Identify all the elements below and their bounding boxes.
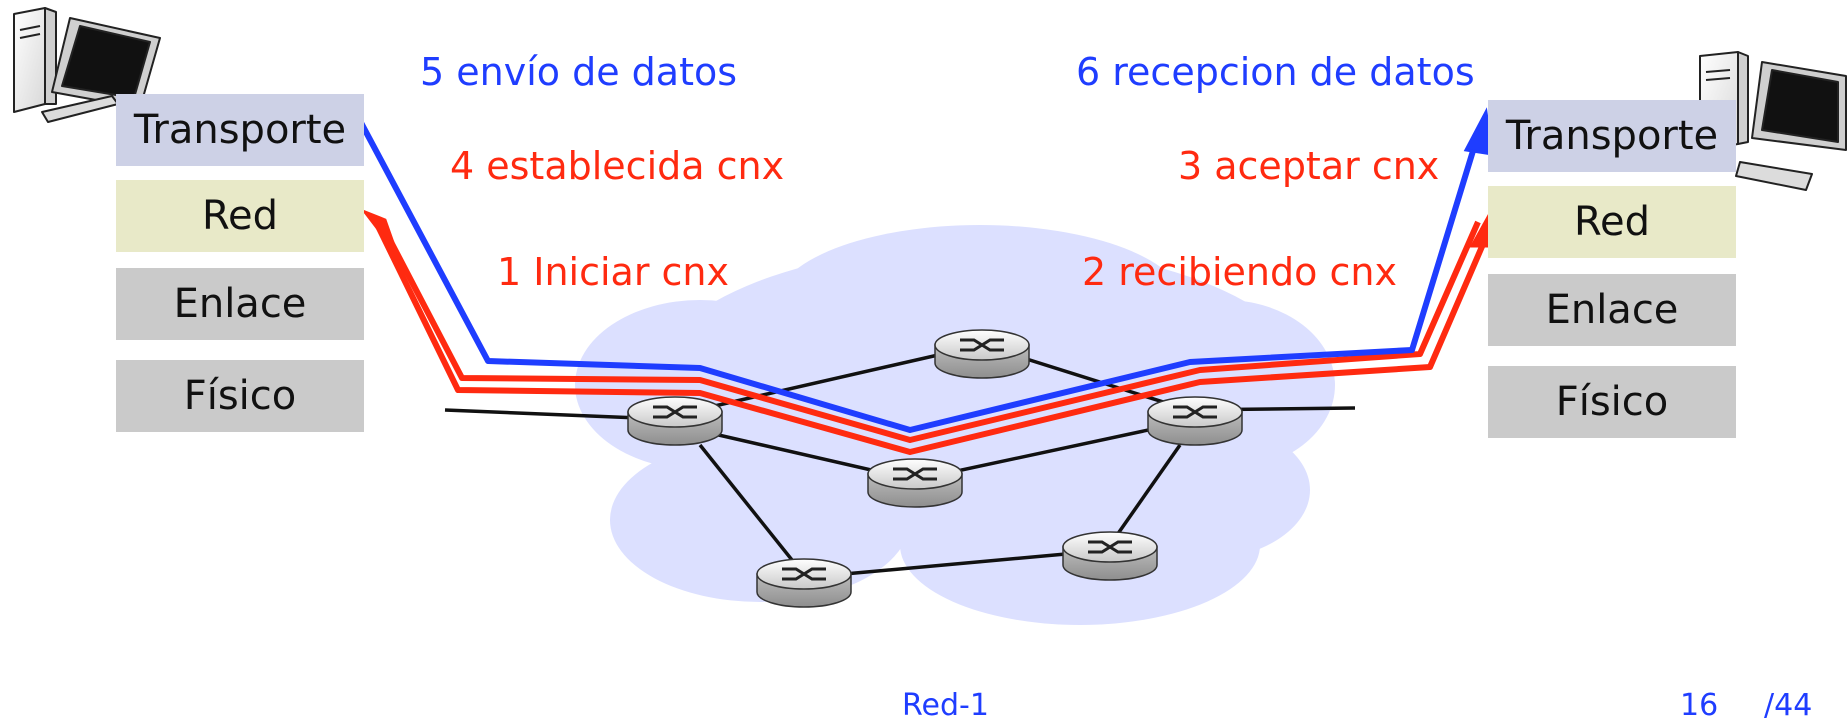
step-3-label: 3 aceptar cnx — [1178, 144, 1440, 188]
arrow-head-red-left — [360, 208, 399, 255]
layer-physical-left: Físico — [116, 360, 364, 432]
layer-label: Red — [1574, 199, 1650, 245]
layer-physical-right: Físico — [1488, 366, 1736, 438]
connection-path-red — [372, 218, 1493, 455]
step-6-label: 6 recepcion de datos — [1076, 50, 1475, 94]
layer-label: Físico — [183, 373, 297, 419]
step-1-label: 1 Iniciar cnx — [497, 250, 730, 294]
router-icon — [1062, 531, 1158, 581]
layer-network-left: Red — [116, 180, 364, 252]
layer-label: Físico — [1555, 379, 1669, 425]
page-number-current: 16 — [1680, 688, 1719, 719]
desktop-computer-icon — [13, 7, 161, 123]
router-icon — [756, 558, 852, 608]
layer-label: Enlace — [1545, 287, 1679, 333]
footer-title: Red-1 — [902, 688, 989, 719]
step-2-label: 2 recibiendo cnx — [1082, 250, 1397, 294]
layer-transport-left: Transporte — [116, 94, 364, 166]
layer-network-right: Red — [1488, 186, 1736, 258]
layer-label: Transporte — [1505, 113, 1719, 159]
layer-label: Transporte — [133, 107, 347, 153]
layer-label: Enlace — [173, 281, 307, 327]
step-5-label: 5 envío de datos — [420, 50, 738, 94]
layer-link-right: Enlace — [1488, 274, 1736, 346]
connection-path-blue — [355, 115, 1483, 433]
router-icon — [1147, 396, 1243, 446]
router-icon — [867, 458, 963, 508]
router-icon — [627, 396, 723, 446]
step-4-label: 4 establecida cnx — [450, 144, 785, 188]
layer-label: Red — [202, 193, 278, 239]
network-cloud — [575, 225, 1335, 625]
layer-transport-right: Transporte — [1488, 100, 1736, 172]
layer-link-left: Enlace — [116, 268, 364, 340]
router-icon — [934, 329, 1030, 379]
page-number-total: /44 — [1764, 688, 1813, 719]
